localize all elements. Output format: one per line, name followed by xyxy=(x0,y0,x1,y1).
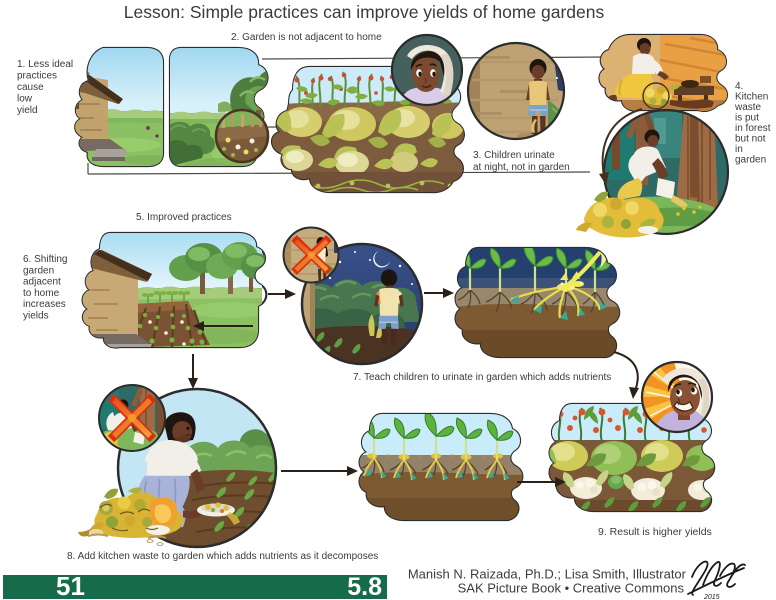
svg-text:adjacent: adjacent xyxy=(23,277,61,288)
svg-text:in: in xyxy=(735,144,743,155)
svg-text:cause: cause xyxy=(17,82,44,93)
svg-text:9. Result is higher yields: 9. Result is higher yields xyxy=(598,526,712,538)
svg-text:increases: increases xyxy=(23,299,66,310)
svg-text:51: 51 xyxy=(56,571,85,600)
svg-text:2015: 2015 xyxy=(703,594,720,600)
svg-text:Kitchen: Kitchen xyxy=(735,92,768,103)
svg-text:5.8: 5.8 xyxy=(347,573,382,600)
svg-text:garden: garden xyxy=(735,155,766,166)
svg-text:at night, not in garden: at night, not in garden xyxy=(473,162,570,173)
svg-text:Manish N. Raizada, Ph.D.; Lisa: Manish N. Raizada, Ph.D.; Lisa Smith, Il… xyxy=(408,567,687,582)
svg-text:but not: but not xyxy=(735,134,766,145)
svg-text:in forest: in forest xyxy=(735,123,771,134)
svg-text:SAK Picture Book • Creative Co: SAK Picture Book • Creative Commons xyxy=(458,581,685,596)
svg-text:7. Teach children to urinate i: 7. Teach children to urinate in garden w… xyxy=(353,372,611,383)
svg-text:yields: yields xyxy=(23,311,49,322)
svg-text:4.: 4. xyxy=(735,81,743,92)
svg-text:is put: is put xyxy=(735,113,759,124)
svg-text:garden: garden xyxy=(23,265,54,276)
svg-text:5. Improved practices: 5. Improved practices xyxy=(136,212,232,223)
svg-text:3. Children urinate: 3. Children urinate xyxy=(473,150,555,161)
svg-text:8. Add kitchen waste to garden: 8. Add kitchen waste to garden which add… xyxy=(67,551,378,562)
svg-text:low: low xyxy=(17,94,33,105)
svg-text:Lesson: Simple practices can i: Lesson: Simple practices can improve yie… xyxy=(124,2,605,22)
svg-text:to home: to home xyxy=(23,288,60,299)
svg-text:waste: waste xyxy=(734,102,762,113)
svg-text:practices: practices xyxy=(17,71,57,82)
svg-text:yield: yield xyxy=(17,105,38,116)
svg-text:2. Garden is not adjacent to h: 2. Garden is not adjacent to home xyxy=(231,32,382,43)
svg-text:6. Shifting: 6. Shifting xyxy=(23,254,67,265)
svg-text:1. Less ideal: 1. Less ideal xyxy=(17,59,73,70)
